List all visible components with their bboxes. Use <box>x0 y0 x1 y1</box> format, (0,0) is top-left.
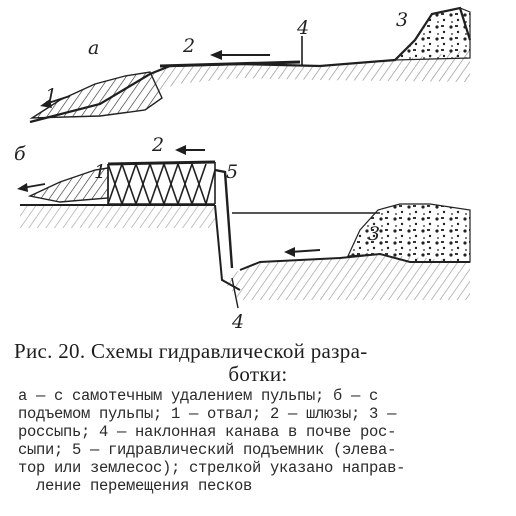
label-a-1: 1 <box>45 85 57 107</box>
scheme-a-bedrock <box>150 50 470 92</box>
legend-line: россыпь; 4 — наклонная канава в почве ро… <box>18 423 397 441</box>
label-a-2: 2 <box>182 35 195 57</box>
label-b-2: 2 <box>151 134 164 156</box>
legend-line: подъемом пульпы; 1 — отвал; 2 — шлюзы; 3… <box>18 405 397 423</box>
caption-title-line-2: ботки: <box>228 362 288 386</box>
label-b-3: 3 <box>368 223 380 245</box>
scheme-a: а 1 2 4 3 <box>29 6 472 124</box>
scheme-b-trestle-sluice <box>107 160 216 207</box>
label-b-1: 1 <box>94 161 106 183</box>
label-scheme-b: б <box>14 143 26 165</box>
scheme-b-floor-bedrock <box>222 254 470 300</box>
label-b-5: 5 <box>226 161 238 183</box>
label-a-3: 3 <box>396 9 408 31</box>
scheme-a-dump <box>29 71 163 119</box>
legend-line: ление перемещения песков <box>36 477 253 495</box>
scheme-a-flow-arrow <box>210 50 270 60</box>
scheme-b-leader-4 <box>231 277 239 309</box>
label-scheme-a: а <box>88 37 99 59</box>
hydraulic-mining-diagram: а 1 2 4 3 <box>14 6 472 333</box>
scheme-b-sluice-arrow <box>175 145 205 155</box>
legend-line: а — с самотечным удалением пульпы; б — с <box>18 387 379 405</box>
scheme-b-dump-arrow <box>17 183 46 192</box>
scheme-a-dump-arrow <box>40 95 71 108</box>
scheme-a-placer <box>393 7 471 61</box>
scheme-b-placer <box>347 203 471 263</box>
legend-line: сыпи; 5 — гидравлический подъемник (элев… <box>18 441 397 459</box>
scheme-b-elevator-pipe <box>214 168 234 269</box>
scheme-b-floor-arrow <box>284 247 321 257</box>
label-a-4: 4 <box>296 17 309 39</box>
label-b-4: 4 <box>231 311 244 333</box>
scheme-a-sluice <box>159 60 301 68</box>
scheme-b-left-bedrock <box>20 205 215 228</box>
scheme-b: б 1 2 5 3 4 <box>14 134 471 333</box>
legend-line: тор или землесос); стрелкой указано напр… <box>18 459 406 477</box>
caption-title-line-1: Рис. 20. Схемы гидравлической разра- <box>14 339 368 363</box>
